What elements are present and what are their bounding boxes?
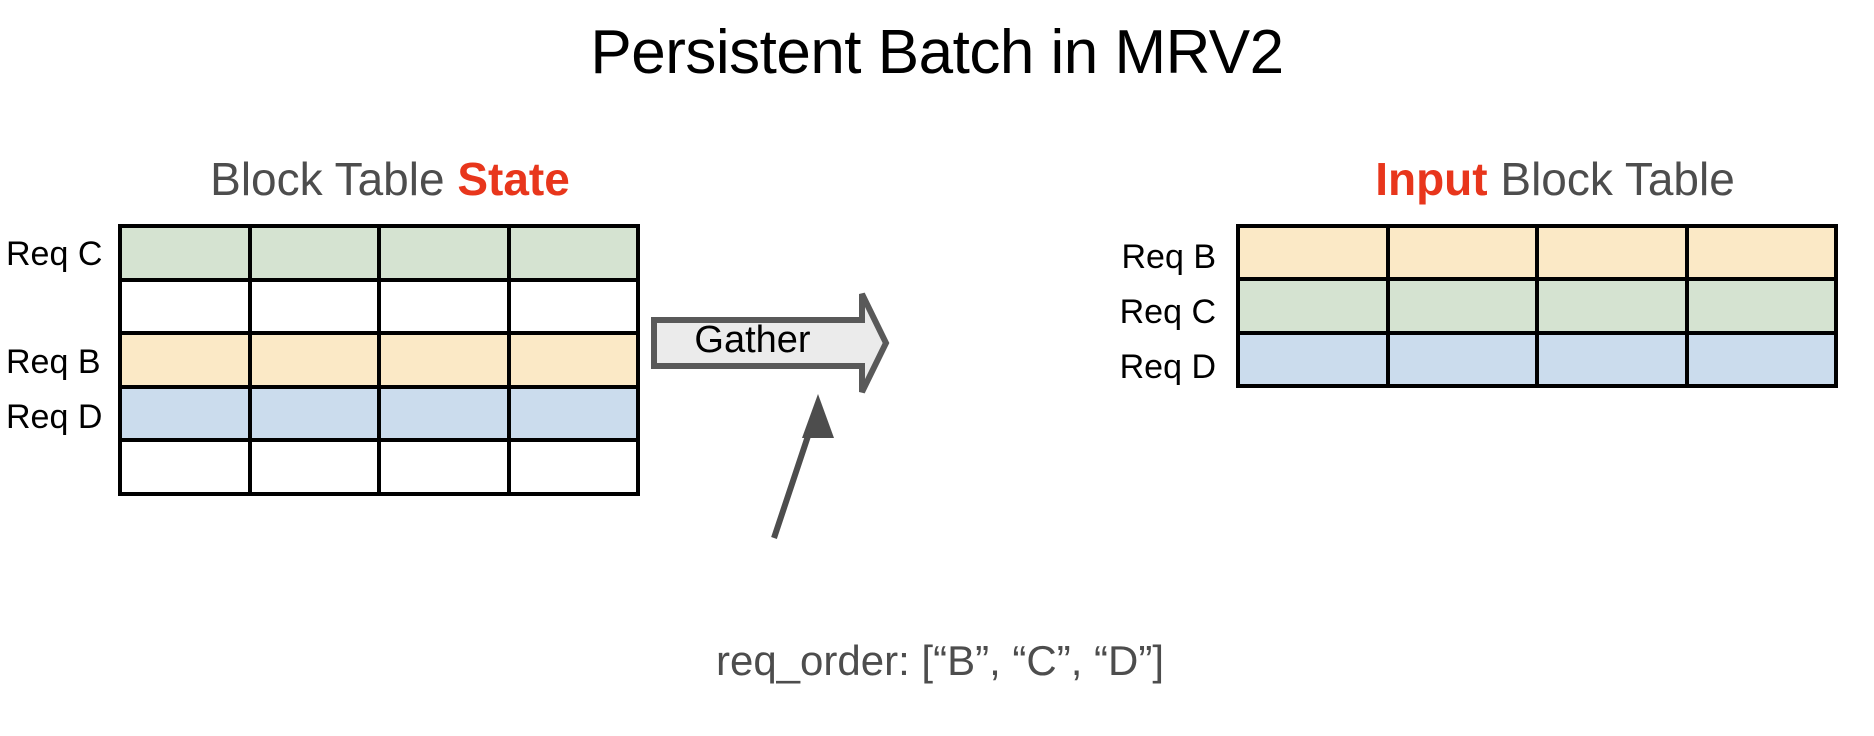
page-title: Persistent Batch in MRV2 <box>590 18 1284 87</box>
state-cell-r0c1 <box>251 228 377 278</box>
input-cell-r0c2 <box>1539 228 1685 278</box>
input-cell-r1c2 <box>1539 281 1685 331</box>
left-row-label-2: Req B <box>6 343 101 381</box>
right-heading-suffix: Block Table <box>1487 153 1735 205</box>
state-cell-r4c2 <box>381 442 507 492</box>
right-row-label-2: Req D <box>1119 348 1216 386</box>
left-heading-prefix: Block Table <box>210 153 458 205</box>
input-cell-r0c3 <box>1688 228 1834 278</box>
block-table-state <box>118 224 640 496</box>
state-cell-r3c3 <box>510 388 636 439</box>
input-cell-r0c1 <box>1389 228 1535 278</box>
req-order-caption: req_order: [“B”, “C”, “D”] <box>715 637 1165 684</box>
input-cell-r2c1 <box>1389 334 1535 384</box>
state-cell-r3c0 <box>122 388 248 439</box>
state-cell-r0c3 <box>510 228 636 278</box>
state-cell-r3c1 <box>251 388 377 439</box>
right-panel-heading: Input Block Table <box>1230 150 1874 208</box>
right-heading-accent: Input <box>1375 153 1488 205</box>
callout-up-arrow-icon <box>771 394 834 539</box>
input-cell-r1c3 <box>1688 281 1834 331</box>
input-cell-r2c3 <box>1688 334 1834 384</box>
state-cell-r1c0 <box>122 281 248 332</box>
state-cell-r2c2 <box>381 335 507 385</box>
state-cell-r4c1 <box>251 442 377 492</box>
gather-label: Gather <box>694 319 811 361</box>
state-cell-r0c0 <box>122 228 248 278</box>
state-cell-r2c1 <box>251 335 377 385</box>
state-cell-r4c0 <box>122 442 248 492</box>
state-cell-r1c1 <box>251 281 377 332</box>
state-cell-r3c2 <box>381 388 507 439</box>
input-cell-r2c0 <box>1240 334 1386 384</box>
input-cell-r1c0 <box>1240 281 1386 331</box>
gather-arrow-icon <box>651 292 890 394</box>
right-row-label-1: Req C <box>1119 293 1216 331</box>
left-heading-accent: State <box>457 153 570 205</box>
state-cell-r0c2 <box>381 228 507 278</box>
left-row-label-0: Req C <box>6 235 103 273</box>
block-table-input <box>1236 224 1838 388</box>
state-cell-r4c3 <box>510 442 636 492</box>
left-row-label-3: Req D <box>6 398 103 436</box>
input-cell-r0c0 <box>1240 228 1386 278</box>
state-cell-r1c3 <box>510 281 636 332</box>
left-panel-heading: Block Table State <box>110 150 670 208</box>
right-row-label-0: Req B <box>1121 238 1217 276</box>
state-cell-r2c3 <box>510 335 636 385</box>
state-cell-r1c2 <box>381 281 507 332</box>
input-cell-r2c2 <box>1539 334 1685 384</box>
state-cell-r2c0 <box>122 335 248 385</box>
input-cell-r1c1 <box>1389 281 1535 331</box>
